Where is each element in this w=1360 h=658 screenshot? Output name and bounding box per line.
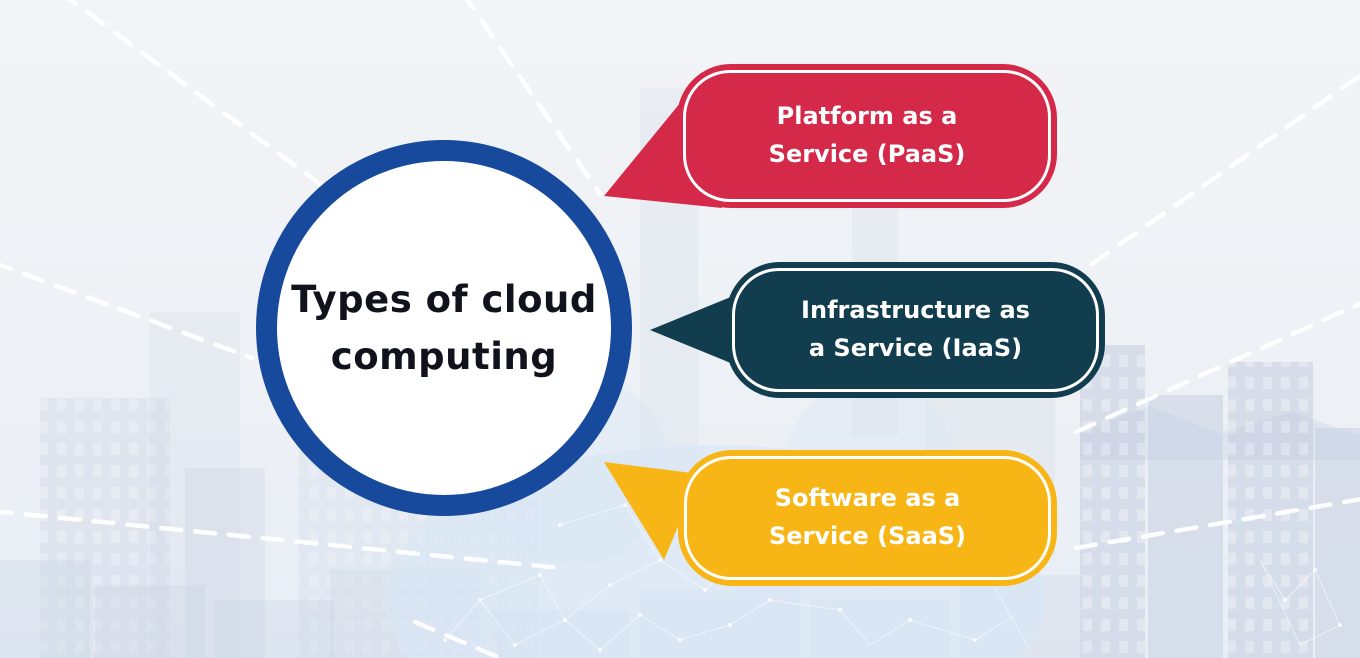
iaas-label-line-2: a Service (IaaS) bbox=[808, 334, 1023, 362]
iaas-bubble: Infrastructure as a Service (IaaS) bbox=[726, 262, 1105, 398]
iaas-label-line-1: Infrastructure as bbox=[801, 296, 1030, 325]
title-line-1: Types of cloud bbox=[291, 277, 597, 321]
title-line-2: computing bbox=[330, 335, 558, 378]
paas-label-line-1: Platform as a bbox=[776, 102, 958, 131]
saas-bubble-tail bbox=[604, 462, 700, 560]
paas-label-line-2: Service (PaaS) bbox=[768, 140, 966, 168]
paas-bubble: Platform as a Service (PaaS) bbox=[677, 64, 1057, 208]
iaas-bubble-tail bbox=[650, 294, 738, 366]
central-circle: Types of cloud computing bbox=[256, 140, 632, 516]
saas-label-line-1: Software as a bbox=[774, 484, 961, 513]
saas-bubble: Software as a Service (SaaS) bbox=[678, 450, 1057, 586]
page-title: Types of cloud computing bbox=[291, 271, 597, 386]
saas-label-line-2: Service (SaaS) bbox=[768, 522, 967, 550]
